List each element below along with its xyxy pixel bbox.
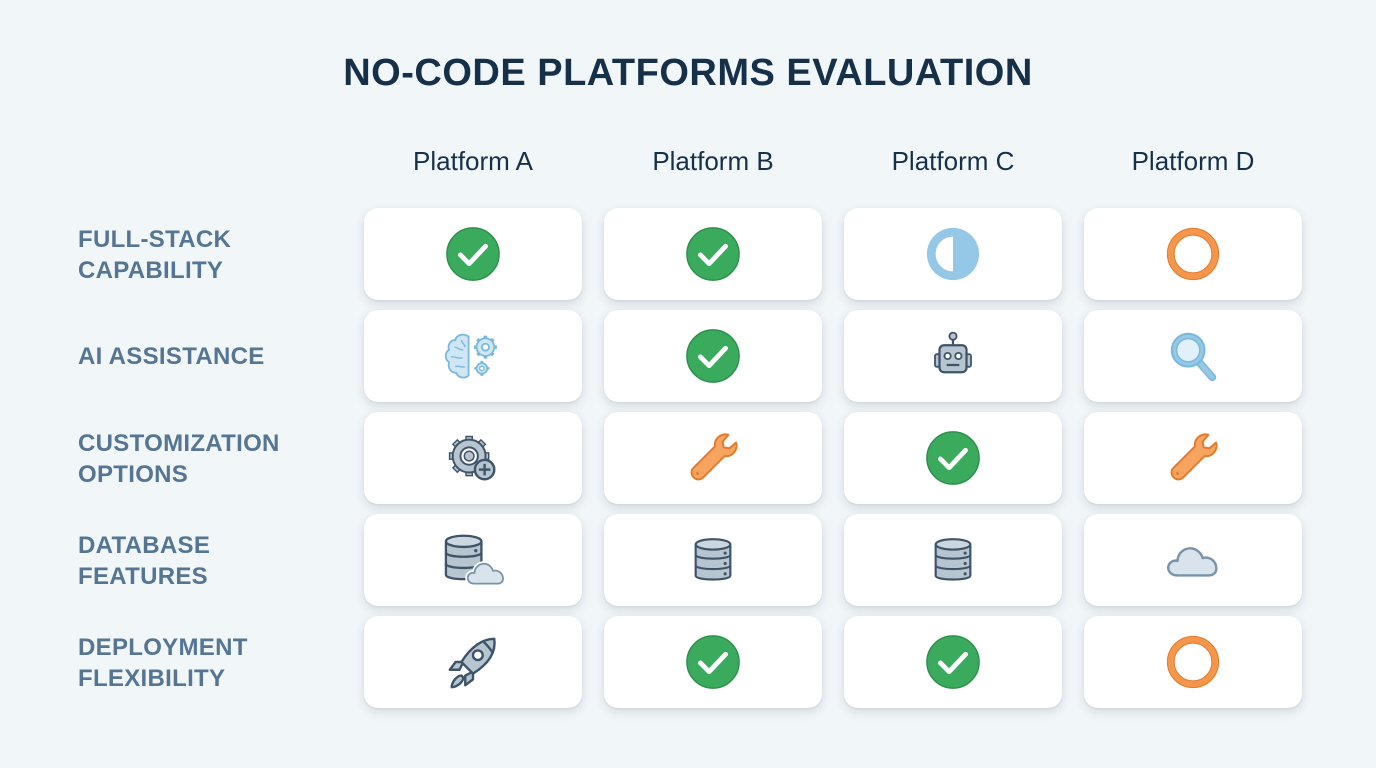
empty-circle-icon (1164, 225, 1222, 283)
robot-icon (926, 329, 980, 383)
row-label-line: DEPLOYMENT (78, 634, 248, 661)
row-label-line: DATABASE (78, 532, 211, 559)
row-label-deployment: DEPLOYMENT FLEXIBILITY (78, 632, 338, 694)
check-icon (924, 633, 982, 691)
check-icon (684, 225, 742, 283)
cell-customization-platform-b (604, 412, 822, 504)
gear-plus-icon (444, 429, 502, 487)
column-header-platform-a: Platform A (413, 146, 533, 176)
column-header-platform-d: Platform D (1131, 146, 1255, 176)
database-icon (927, 532, 979, 588)
row-label-ai-assistance: AI ASSISTANCE (78, 341, 338, 372)
row-label-line: FLEXIBILITY (78, 665, 226, 692)
cell-deployment-platform-c (844, 616, 1062, 708)
row-label-line: FEATURES (78, 563, 208, 590)
brain-gears-icon (442, 329, 504, 383)
cell-fullstack-platform-a (364, 208, 582, 300)
column-header-platform-b: Platform B (652, 146, 774, 176)
database-icon (687, 532, 739, 588)
cell-database-platform-b (604, 514, 822, 606)
magnifier-icon (1164, 327, 1222, 385)
row-label-database: DATABASE FEATURES (78, 530, 338, 592)
check-icon (684, 327, 742, 385)
cell-database-platform-d (1084, 514, 1302, 606)
rocket-icon (444, 633, 502, 691)
row-label-line: CUSTOMIZATION (78, 430, 280, 457)
page-title: NO-CODE PLATFORMS EVALUATION (343, 52, 1033, 94)
cell-fullstack-platform-d (1084, 208, 1302, 300)
row-label-line: OPTIONS (78, 461, 189, 488)
cell-customization-platform-a (364, 412, 582, 504)
row-label-line: AI ASSISTANCE (78, 343, 265, 370)
cell-fullstack-platform-c (844, 208, 1062, 300)
cell-ai-platform-d (1084, 310, 1302, 402)
cell-database-platform-a (364, 514, 582, 606)
database-cloud-icon (440, 532, 506, 588)
cell-database-platform-c (844, 514, 1062, 606)
check-icon (924, 429, 982, 487)
cell-ai-platform-c (844, 310, 1062, 402)
check-icon (684, 633, 742, 691)
check-icon (444, 225, 502, 283)
cell-deployment-platform-d (1084, 616, 1302, 708)
wrench-icon (684, 429, 742, 487)
wrench-icon (1164, 429, 1222, 487)
half-circle-icon (924, 225, 982, 283)
row-label-line: CAPABILITY (78, 257, 224, 284)
row-label-full-stack: FULL-STACK CAPABILITY (78, 224, 338, 286)
row-label-line: FULL-STACK (78, 226, 232, 253)
cell-fullstack-platform-b (604, 208, 822, 300)
column-header-platform-c: Platform C (891, 146, 1015, 176)
cell-deployment-platform-b (604, 616, 822, 708)
cell-customization-platform-d (1084, 412, 1302, 504)
empty-circle-icon (1164, 633, 1222, 691)
cloud-icon (1164, 540, 1222, 580)
row-label-customization: CUSTOMIZATION OPTIONS (78, 428, 338, 490)
cell-customization-platform-c (844, 412, 1062, 504)
cell-ai-platform-b (604, 310, 822, 402)
cell-deployment-platform-a (364, 616, 582, 708)
cell-ai-platform-a (364, 310, 582, 402)
